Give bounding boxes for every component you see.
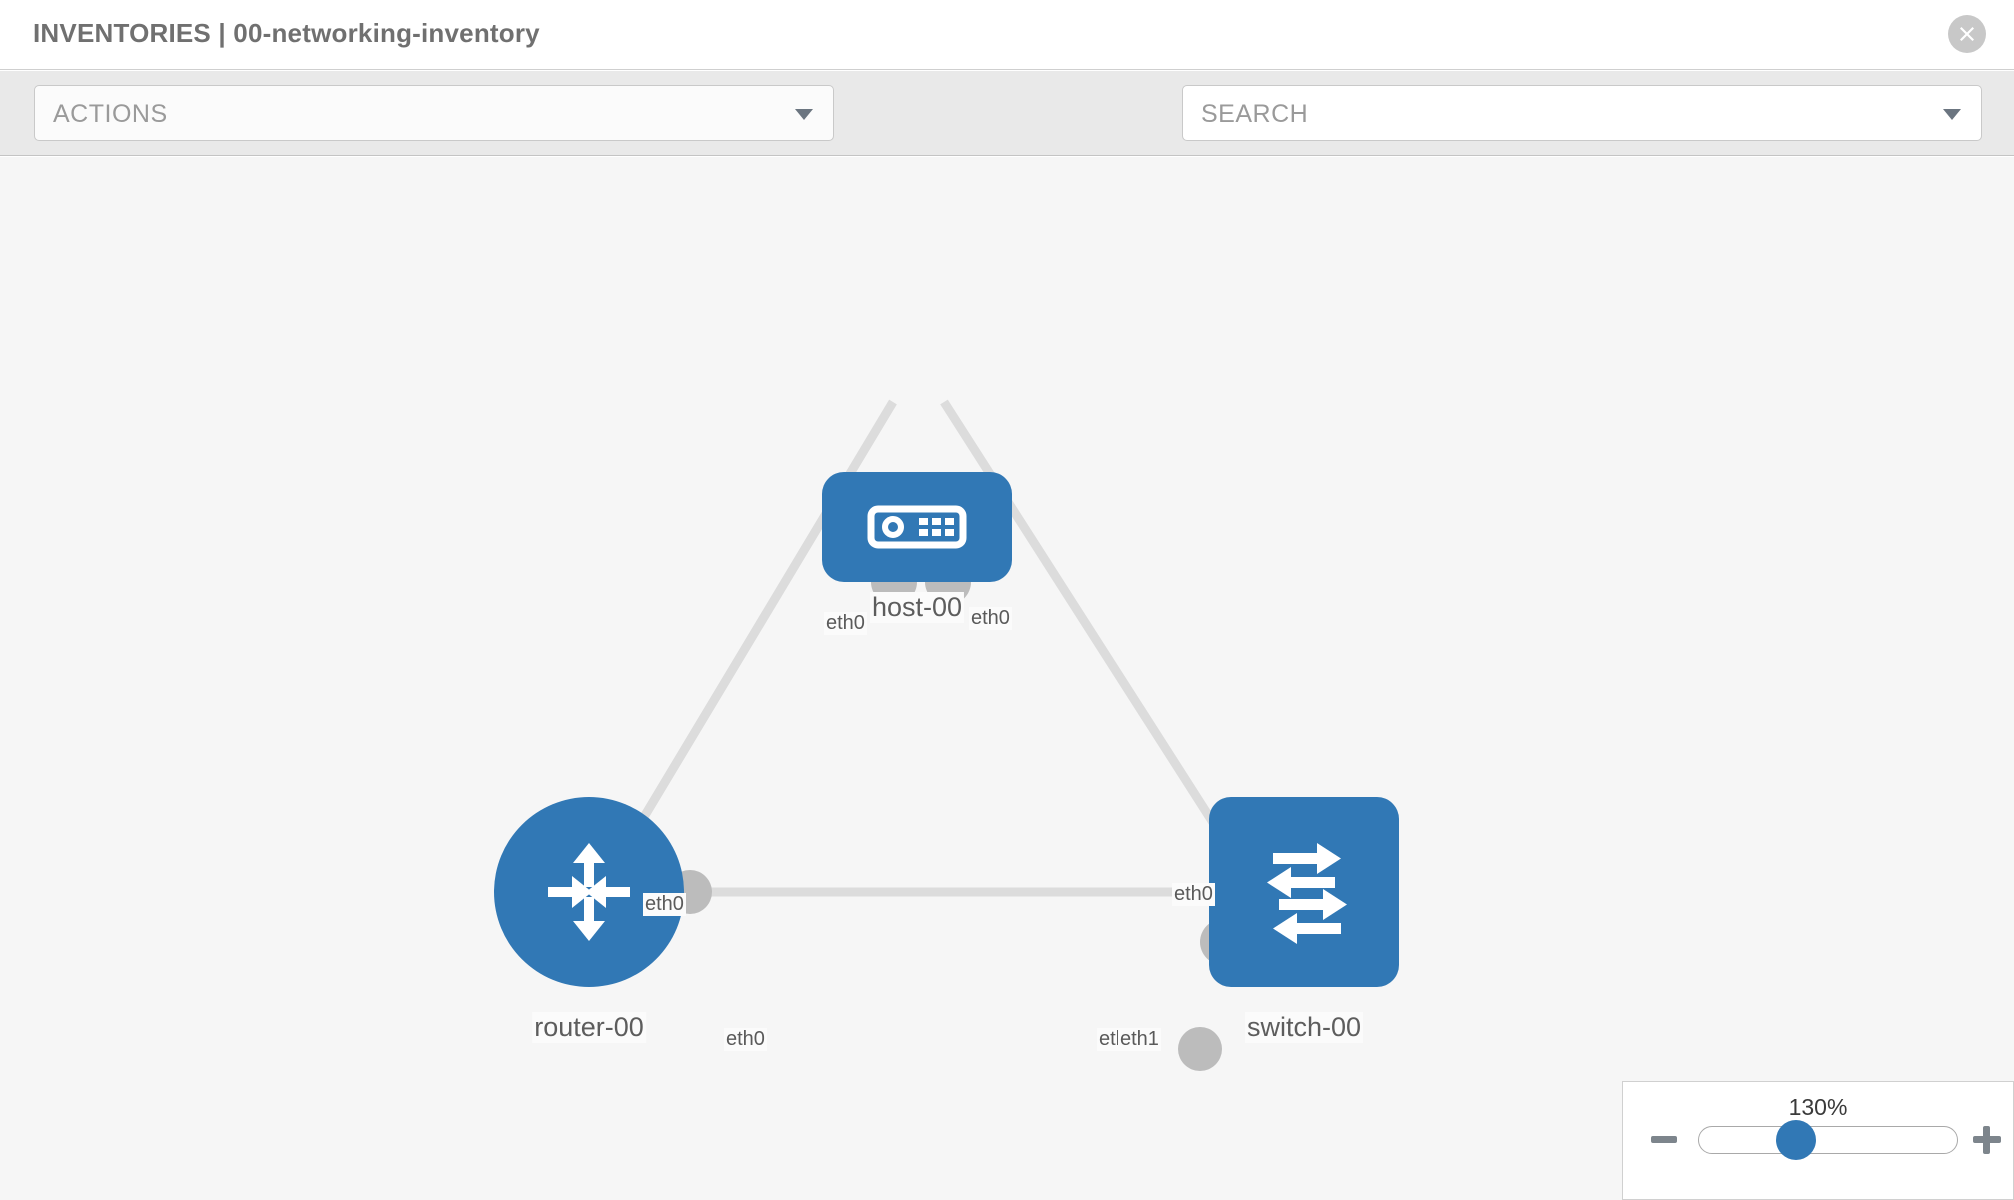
host-node-shape	[822, 472, 1012, 582]
chevron-down-icon[interactable]	[1943, 109, 1961, 120]
node-switch-00[interactable]	[1209, 797, 1399, 987]
zoom-slider-thumb[interactable]	[1776, 1120, 1816, 1160]
node-label-switch-00: switch-00	[1244, 1012, 1364, 1043]
router-four-arrows-icon	[548, 843, 630, 941]
switch-exchange-arrows-icon	[1267, 843, 1347, 944]
node-host-00[interactable]	[822, 472, 1012, 582]
minus-icon[interactable]	[1651, 1136, 1677, 1143]
toolbar: ACTIONS SEARCH	[0, 71, 2014, 194]
zoom-control[interactable]: 130%	[1622, 1081, 2014, 1200]
iface-label-host-right: eth0	[969, 607, 1012, 630]
switch-node-shape	[1209, 797, 1399, 987]
page-title: INVENTORIES | 00-networking-inventory	[33, 18, 540, 48]
chevron-down-icon	[795, 109, 813, 120]
zoom-percent-label: 130%	[1788, 1094, 1848, 1120]
stub-switch-eth1-lower[interactable]	[1178, 1027, 1222, 1071]
iface-label-switch-up: eth0	[1172, 883, 1215, 906]
zoom-slider[interactable]	[1698, 1126, 1958, 1154]
search-input[interactable]: SEARCH	[1182, 85, 1982, 141]
topology-links	[616, 399, 1250, 897]
iface-label-router-up: eth0	[643, 893, 686, 916]
iface-label-router-right: eth0	[724, 1028, 767, 1051]
close-icon[interactable]	[1948, 15, 1986, 53]
actions-dropdown[interactable]: ACTIONS	[34, 85, 834, 141]
search-placeholder: SEARCH	[1201, 100, 1309, 128]
actions-dropdown-label: ACTIONS	[53, 100, 168, 128]
iface-label-switch-left: eth1	[1118, 1028, 1161, 1051]
iface-label-host-left: eth0	[824, 612, 867, 635]
node-label-host-00: host-00	[869, 592, 965, 623]
node-label-router-00: router-00	[532, 1012, 646, 1043]
page-header: INVENTORIES | 00-networking-inventory	[0, 0, 2014, 70]
router-node-shape	[494, 797, 684, 987]
server-appliance-icon	[867, 505, 967, 549]
node-router-00[interactable]	[494, 797, 684, 987]
plus-icon[interactable]	[1973, 1126, 2001, 1154]
topology-canvas[interactable]: host-00 eth0 eth0	[0, 157, 2014, 1200]
